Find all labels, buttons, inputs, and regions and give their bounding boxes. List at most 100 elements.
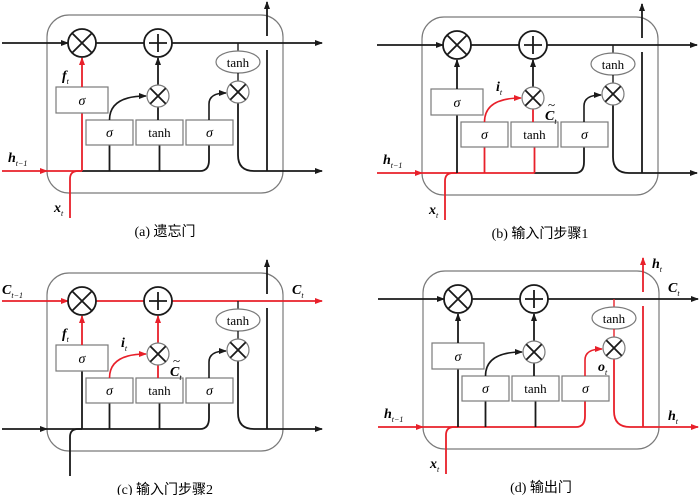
output-multiply-operator-cross [604,85,622,103]
cell-tanh-label: tanh [227,313,250,328]
cell-add-operator-plus [149,34,167,52]
output-multiply-operator-cross [605,339,623,357]
cell-tanh-label: tanh [602,57,625,72]
input-gate-sigma-label: σ [106,126,114,141]
label-c-prev-subscript: t−1 [11,291,23,300]
output-gate-arc-arrow [583,92,602,122]
output-gate-arc-arrow [584,346,603,376]
panel-caption: (c) 输入门步骤2 [117,482,213,495]
label-h-t-right-subscript: t [676,417,679,426]
label-f-t: ft [62,69,70,86]
cell-tanh-label: tanh [227,55,250,70]
label-c-t-main: C [292,283,302,298]
forget-gate-sigma-box [55,344,109,372]
label-c-tilde: Ct [545,109,557,126]
output-gate-sigma-box [185,377,234,404]
label-h-prev-subscript: t−1 [16,159,28,168]
candidate-tanh-box [510,121,559,148]
lstm-cell-boundary [422,270,660,450]
label-h-t-top-subscript: t [660,265,663,274]
label-x-t: xt [53,201,64,218]
forget-gate-sigma-label: σ [79,94,87,109]
input-gate-arc-arrow [108,351,147,379]
input-multiply-operator-cross [149,345,167,363]
label-c-tilde-tilde: ~ [173,353,180,368]
forget-gate-sigma-box [431,342,485,370]
cell-add-operator-plus [525,290,543,308]
forget-gate-sigma-label: σ [454,96,462,111]
output-mult-to-h-line [237,361,267,430]
label-x-t-subscript: t [437,465,440,474]
cell-tanh-label: tanh [603,311,626,326]
label-c-prev-main: C [2,283,12,298]
label-x-t: xt [429,457,440,474]
label-c-tilde: Ct [170,365,182,382]
label-f-t-main: f [62,69,68,84]
candidate-tanh-label: tanh [523,127,546,142]
hidden-bus-to-output-gate [159,145,210,172]
label-c-prev: Ct−1 [2,283,23,300]
forget-multiply-operator-cross [71,290,93,312]
output-multiply-operator-cross [229,83,247,101]
label-i-t-subscript: t [125,344,128,353]
input-x-line [444,172,457,220]
label-i-t-main: i [496,80,500,95]
hidden-bus-to-output-gate [159,403,210,430]
output-gate-sigma-box [560,121,609,148]
input-gate-sigma-box [461,375,510,402]
label-h-prev-subscript: t−1 [392,415,404,424]
input-x-line [69,428,82,476]
output-gate-sigma-box [561,375,610,402]
label-c-tilde-main: C [545,109,555,124]
label-o-t-main: o [598,360,605,375]
label-x-t-main: x [429,457,437,472]
forget-gate-sigma-box [55,86,109,114]
label-f-t: ft [62,327,70,344]
label-o-t: ot [598,360,608,377]
label-c-tilde-main: C [170,365,180,380]
label-i-t-main: i [121,336,125,351]
candidate-tanh-label: tanh [524,381,547,396]
candidate-tanh-label: tanh [148,125,171,140]
label-x-t-main: x [53,201,61,216]
output-gate-sigma-label: σ [581,128,589,143]
label-i-t: it [496,80,503,97]
forget-multiply-operator-cross [446,34,468,56]
input-gate-sigma-box [85,377,134,404]
label-f-t-subscript: t [67,77,70,86]
label-h-t-top: ht [652,257,663,274]
label-c-t: Ct [292,283,304,300]
label-f-t-subscript: t [67,335,70,344]
output-gate-arc-arrow [208,348,227,378]
label-x-t-main: x [428,203,436,218]
label-c-t-main: C [668,281,678,296]
forget-multiply-operator-cross [71,32,93,54]
input-multiply-operator-cross [149,87,167,105]
candidate-tanh-label: tanh [148,383,171,398]
cell-add-operator-plus [524,36,542,54]
label-h-prev: ht−1 [384,407,403,424]
candidate-tanh-box [135,377,184,404]
label-x-t-subscript: t [61,209,64,218]
input-gate-sigma-box [85,119,134,146]
label-i-t-subscript: t [500,88,503,97]
label-x-t-subscript: t [436,211,439,220]
output-gate-arc-arrow [208,90,227,120]
forget-multiply-operator-cross [447,288,469,310]
label-c-t: Ct [668,281,680,298]
input-gate-arc-arrow [484,349,523,377]
candidate-tanh-box [511,375,560,402]
input-multiply-operator-cross [524,89,542,107]
label-f-t-main: f [62,327,68,342]
panel-caption: (b) 输入门步骤1 [492,226,589,242]
label-h-t-top-main: h [652,257,660,272]
output-mult-to-h-line [612,105,642,174]
output-gate-sigma-label: σ [206,126,214,141]
label-h-t-right-main: h [668,409,676,424]
input-gate-sigma-box [460,121,509,148]
